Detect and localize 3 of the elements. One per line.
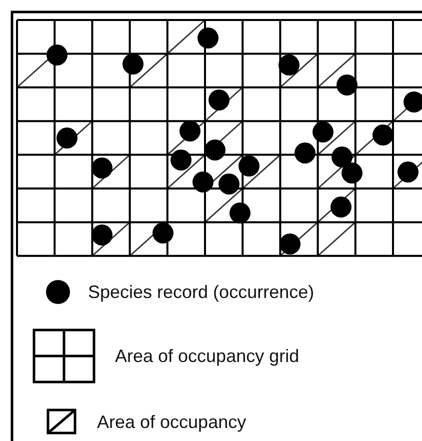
legend-text: Area of occupancy xyxy=(97,413,246,431)
legend-text: Species record (occurrence) xyxy=(88,283,314,301)
legend-text: Area of occupancy grid xyxy=(115,347,300,365)
